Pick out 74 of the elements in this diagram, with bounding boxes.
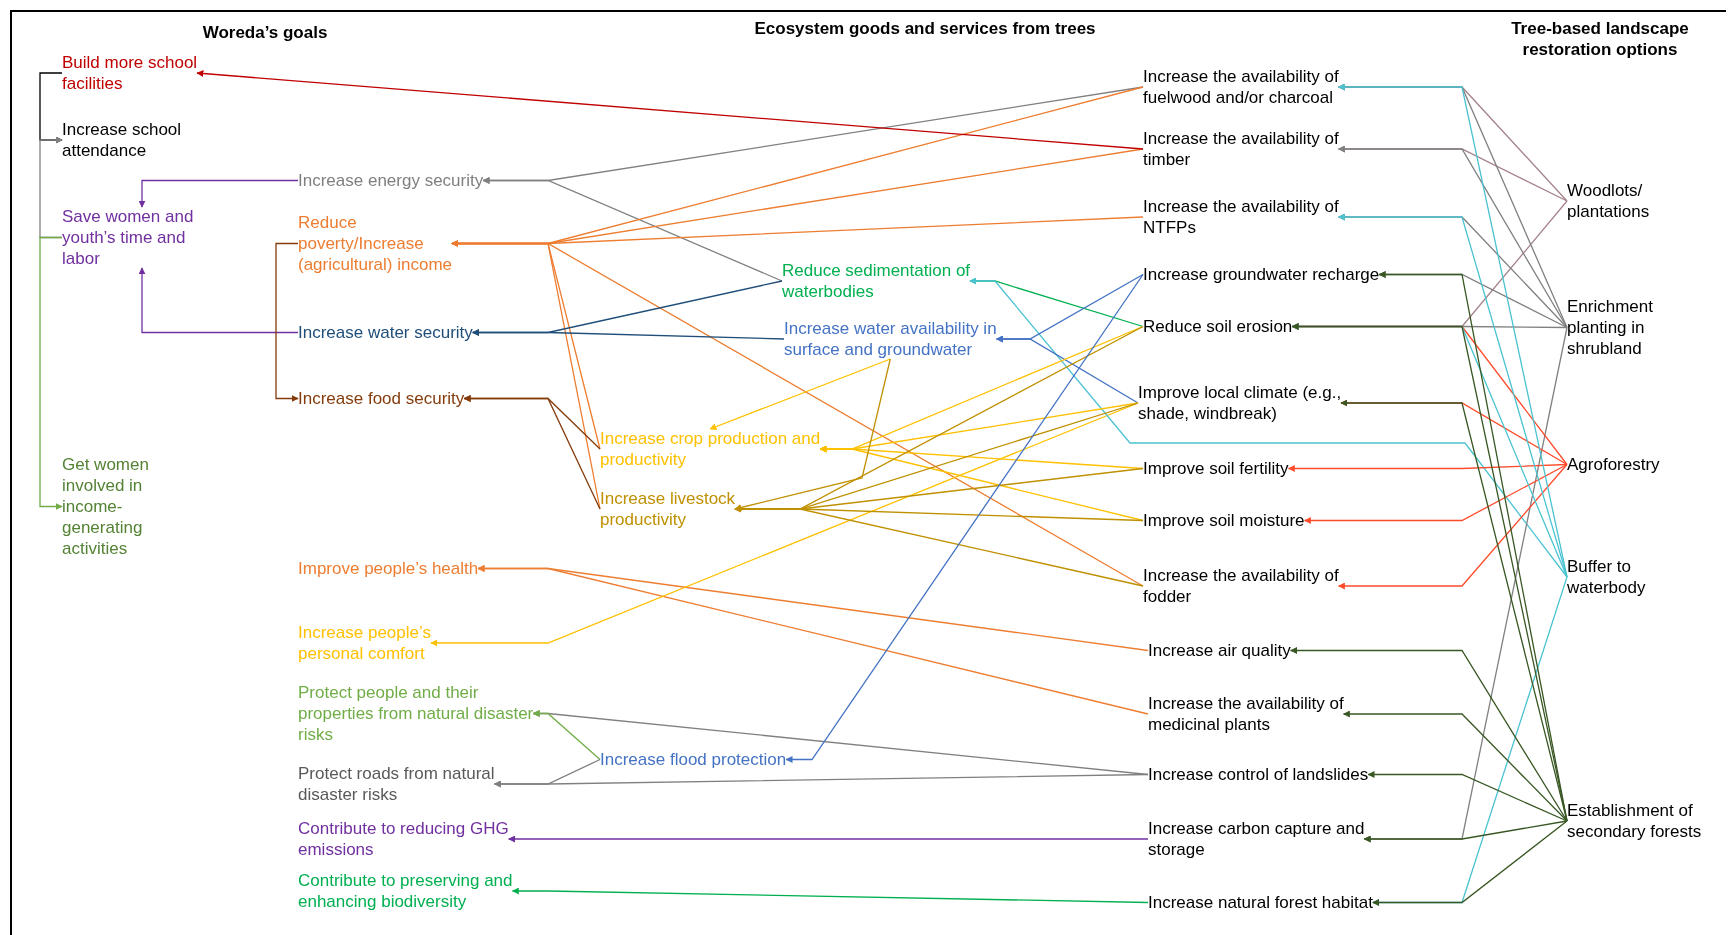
service-label: Increase the availability of NTFPs <box>1143 196 1450 238</box>
arrow <box>1287 463 1568 472</box>
arrow <box>275 242 299 402</box>
goal-label: Save women and youth’s time and labor <box>62 206 232 269</box>
arrow <box>1342 710 1568 822</box>
service-label: Increase livestock productivity <box>600 488 780 530</box>
service-label: Increase natural forest habitat <box>1148 892 1450 913</box>
goal-label: Protect people and their properties from natural disaster risks <box>298 682 538 745</box>
arrow <box>463 395 601 510</box>
option-label: Buffer to waterbody <box>1567 556 1697 598</box>
goal-label: Contribute to preserving and enhancing biodiversity <box>298 870 538 912</box>
goal-label: Protect roads from natural disaster risks <box>298 763 538 805</box>
arrow <box>734 358 891 511</box>
service-label: Increase water availability in surface and groundwater <box>784 318 1044 360</box>
service-label: Increase the availability of fuelwood and/or charcoal <box>1143 66 1450 108</box>
arrow <box>709 358 891 430</box>
arrow <box>1290 647 1568 822</box>
arrow <box>138 267 299 334</box>
arrow <box>734 505 1144 587</box>
option-label: Agroforestry <box>1567 454 1697 475</box>
goal-label: Increase water security <box>298 322 538 343</box>
arrow <box>1372 820 1568 906</box>
goal-label: Contribute to reducing GHG emissions <box>298 818 538 860</box>
column-heading: Woreda’s goals <box>201 22 329 43</box>
arrow <box>482 177 783 282</box>
arrow <box>430 402 1139 647</box>
arrow <box>451 240 1144 587</box>
arrow <box>472 329 785 340</box>
arrow <box>39 236 63 510</box>
arrow <box>1303 463 1568 524</box>
arrow <box>969 277 1568 578</box>
service-label: Increase control of landslides <box>1148 764 1450 785</box>
arrow <box>1367 771 1568 822</box>
arrow <box>477 565 1149 715</box>
service-label: Improve soil fertility <box>1143 458 1450 479</box>
arrow <box>493 758 601 788</box>
service-label: Increase groundwater recharge <box>1143 264 1450 285</box>
option-label: Woodlots/ plantations <box>1567 180 1697 222</box>
service-label: Increase flood protection <box>600 749 840 770</box>
goal-label: Build more school facilities <box>62 52 242 94</box>
column-heading: Ecosystem goods and services from trees <box>753 18 1097 39</box>
service-label: Increase air quality <box>1148 640 1450 661</box>
service-label: Reduce soil erosion <box>1143 316 1450 337</box>
arrow <box>785 273 1144 763</box>
service-label: Increase the availability of medicinal plants <box>1148 693 1450 735</box>
option-label: Enrichment planting in shrubland <box>1567 296 1697 359</box>
service-label: Reduce sedimentation of waterbodies <box>782 260 1022 302</box>
arrow <box>1337 463 1568 590</box>
arrow <box>196 70 1144 150</box>
service-label: Increase crop production and productivity <box>600 428 840 470</box>
goal-label: Get women involved in income-generating activities <box>62 454 182 559</box>
arrow <box>1337 213 1568 578</box>
service-label: Improve local climate (e.g., shade, windbreak) <box>1138 382 1450 424</box>
column-heading: Tree-based landscape restoration options <box>1510 18 1690 60</box>
arrow <box>995 335 1139 404</box>
arrow <box>1363 820 1568 843</box>
service-label: Improve soil moisture <box>1143 510 1450 531</box>
service-label: Increase carbon capture and storage <box>1148 818 1450 860</box>
goal-label: Reduce poverty/Increase (agricultural) income <box>298 212 538 275</box>
arrow <box>138 179 299 208</box>
arrow <box>511 887 1149 904</box>
service-label: Increase the availability of fodder <box>1143 565 1450 607</box>
goal-label: Increase school attendance <box>62 119 232 161</box>
arrow <box>1337 145 1568 329</box>
goal-label: Increase food security <box>298 388 538 409</box>
goal-label: Improve people’s health <box>298 558 538 579</box>
arrow <box>819 445 1144 522</box>
goal-label: Increase energy security <box>298 170 538 191</box>
goal-label: Increase people’s personal comfort <box>298 622 538 664</box>
arrow <box>1340 399 1568 822</box>
option-label: Establishment of secondary forests <box>1567 800 1725 842</box>
service-label: Increase the availability of timber <box>1143 128 1450 170</box>
arrow <box>508 835 1149 843</box>
arrow <box>532 710 601 761</box>
